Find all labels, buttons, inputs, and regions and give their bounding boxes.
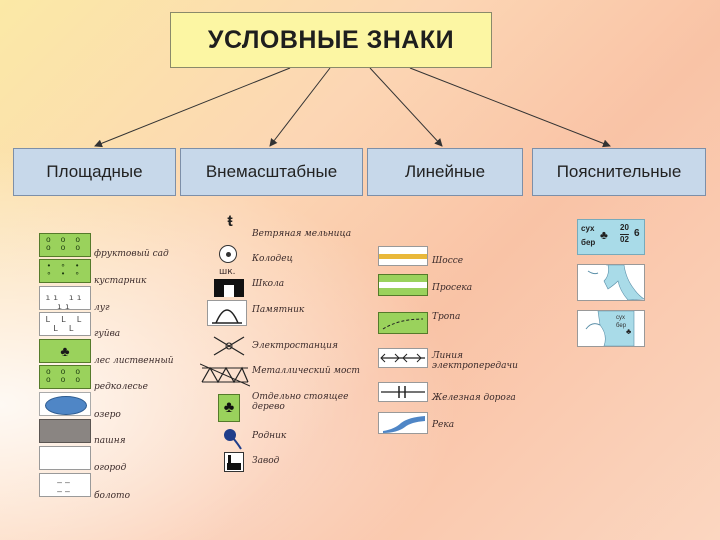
- label-spring: Родник: [252, 431, 287, 441]
- shrubs-symbol: • ∘ •∘ • ∘: [39, 259, 91, 283]
- mini-forest-label-bottom: бер: [616, 323, 627, 329]
- forest-distance: 6: [634, 228, 640, 239]
- factory-icon: [224, 452, 244, 472]
- label-highway: Шоссе: [432, 256, 464, 266]
- arrow-to-linear: [369, 67, 443, 147]
- arrow-to-explanatory: [409, 67, 611, 148]
- spring-icon: [222, 428, 242, 450]
- arrow-to-area: [94, 67, 291, 148]
- label-windmill: Ветряная мельница: [252, 229, 352, 239]
- forest-species-top: сух: [581, 224, 595, 233]
- well-icon: [219, 245, 237, 263]
- swamp-symbol: —— ——: [39, 473, 91, 497]
- sample-tree-icon: ♣: [600, 228, 608, 242]
- forest-species-bottom: бер: [581, 238, 596, 247]
- metal-bridge-icon: [199, 362, 251, 388]
- label-metal-bridge: Металлический мост: [252, 366, 360, 376]
- category-linear: Линейные: [367, 148, 523, 196]
- railway-symbol: [378, 382, 428, 402]
- explanatory-river-sample: [577, 264, 645, 301]
- forest-thickness: 02: [620, 235, 629, 244]
- arrow-to-offscale: [269, 67, 331, 147]
- label-meadow: луг: [94, 303, 110, 313]
- lake-symbol: [39, 392, 91, 416]
- label-factory: Завод: [252, 456, 280, 466]
- arable-land-symbol: [39, 419, 91, 443]
- power-station-icon: [212, 335, 246, 357]
- label-garden: огород: [94, 463, 127, 473]
- river-symbol: [378, 412, 428, 434]
- label-sparse-forest: редколесье: [94, 382, 148, 392]
- diagram-title: УСЛОВНЫЕ ЗНАКИ: [170, 12, 492, 68]
- category-offscale: Внемасштабные: [180, 148, 363, 196]
- single-tree-icon: ♣: [218, 394, 240, 422]
- tree-icon: ♣: [39, 339, 91, 363]
- lake-icon: [45, 396, 87, 415]
- explanatory-forest-map-sample: сух бер ♣: [577, 310, 645, 347]
- highway-symbol: [378, 246, 428, 266]
- label-swamp: болото: [94, 491, 131, 501]
- label-single-tree: Отдельно стоящее дерево: [252, 392, 349, 412]
- clearing-symbol: [378, 274, 428, 296]
- label-arable-land: пашня: [94, 436, 126, 446]
- label-lake: озеро: [94, 410, 121, 420]
- label-grassland: гуйва: [94, 329, 121, 339]
- monument-icon: [207, 300, 247, 326]
- forest-height: 20: [620, 223, 629, 232]
- mini-forest-label-top: сух: [616, 315, 625, 321]
- label-deciduous-forest: лес лиственный: [94, 356, 174, 366]
- label-monument: Памятник: [252, 305, 305, 315]
- label-shrubs: кустарник: [94, 276, 147, 286]
- category-area: Площадные: [13, 148, 176, 196]
- label-orchard: фруктовый сад: [94, 249, 169, 259]
- label-clearing: Просека: [432, 283, 473, 293]
- label-power-station: Электростанция: [252, 341, 338, 351]
- garden-symbol: [39, 446, 91, 470]
- label-path: Тропа: [432, 312, 461, 322]
- path-symbol: [378, 312, 428, 334]
- label-school: Школа: [252, 279, 285, 289]
- label-railway: Железная дорога: [432, 393, 516, 403]
- power-line-symbol: [378, 348, 428, 368]
- mini-tree-icon: ♣: [626, 327, 632, 336]
- windmill-icon: ŧ: [227, 213, 233, 230]
- meadow-symbol: ıı ıı ıı: [39, 286, 91, 311]
- school-icon: [214, 279, 244, 297]
- label-river: Река: [432, 420, 455, 430]
- category-explanatory: Пояснительные: [532, 148, 706, 196]
- label-well: Колодец: [252, 254, 293, 264]
- grassland-symbol: L L L L L: [39, 312, 91, 336]
- explanatory-forest-sample: сух бер ♣ 20 02 6: [577, 219, 645, 255]
- label-power-line: Линия электропередачи: [432, 351, 518, 371]
- school-caption: шк.: [219, 267, 236, 277]
